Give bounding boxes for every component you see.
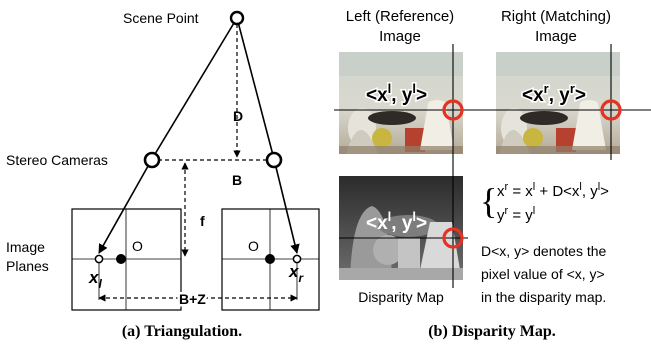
left-coordinate-label: <xl, yl> <box>366 81 427 106</box>
disparity-marker <box>442 227 464 249</box>
left-reference-image <box>339 52 463 154</box>
image-planes-label-line2: Planes <box>6 258 49 274</box>
ray-scene-to-left-camera <box>151 17 238 160</box>
scene-point-marker <box>229 10 245 26</box>
scene-point-label: Scene Point <box>123 10 199 26</box>
equation-line-2: yr = yl <box>497 205 535 224</box>
note-line-3: in the disparity map. <box>481 289 606 305</box>
disparity-map-image <box>339 176 463 280</box>
map-coordinate-label: <xl, yl> <box>366 209 427 234</box>
right-projection-label: xr <box>288 262 304 285</box>
ray-scene-to-right-camera <box>236 17 275 160</box>
disparity-panel: Left (Reference) Image Right (Matching) … <box>334 8 651 340</box>
stereo-cameras-label: Stereo Cameras <box>6 152 108 168</box>
image-planes-label-line1: Image <box>6 239 45 255</box>
disparity-map-label: Disparity Map <box>358 289 444 305</box>
ray-left-camera-to-plane <box>98 158 153 254</box>
right-camera-marker <box>265 151 283 169</box>
right-matching-image <box>496 52 620 154</box>
left-match-marker <box>442 99 464 121</box>
ray-right-camera-to-plane <box>273 158 300 254</box>
equation-line-1: xr = xl + D<xl, yl> <box>497 181 609 200</box>
left-origin-label: O <box>132 238 143 254</box>
right-image-plane <box>221 208 320 311</box>
bz-label: B+Z <box>179 291 206 307</box>
left-projection-label: xl <box>88 268 102 291</box>
b-label: B <box>232 172 242 188</box>
left-principal-point <box>116 254 126 264</box>
right-coordinate-label: <xr, yr> <box>522 81 586 106</box>
left-image-title-line1: Left (Reference) <box>346 8 454 25</box>
triangulation-caption: (a) Triangulation. <box>122 323 242 340</box>
right-projected-point <box>292 254 302 264</box>
right-principal-point <box>265 254 275 264</box>
note-line-2: pixel value of <x, y> <box>481 266 605 282</box>
right-image-title-line1: Right (Matching) <box>501 8 611 25</box>
equation-brace: { <box>480 181 497 221</box>
left-projected-point <box>94 254 104 264</box>
left-image-plane <box>71 208 182 311</box>
disparity-caption: (b) Disparity Map. <box>428 323 556 340</box>
f-label: f <box>200 213 205 229</box>
left-image-title-line2: Image <box>379 28 421 45</box>
right-image-title-line2: Image <box>535 28 577 45</box>
left-camera-marker <box>143 151 161 169</box>
right-match-marker <box>600 99 622 121</box>
right-origin-label: O <box>248 238 259 254</box>
triangulation-panel: Scene Point Stereo Cameras Image Planes … <box>6 10 320 340</box>
d-label: D <box>233 108 243 124</box>
note-line-1: D<x, y> denotes the <box>481 243 607 259</box>
